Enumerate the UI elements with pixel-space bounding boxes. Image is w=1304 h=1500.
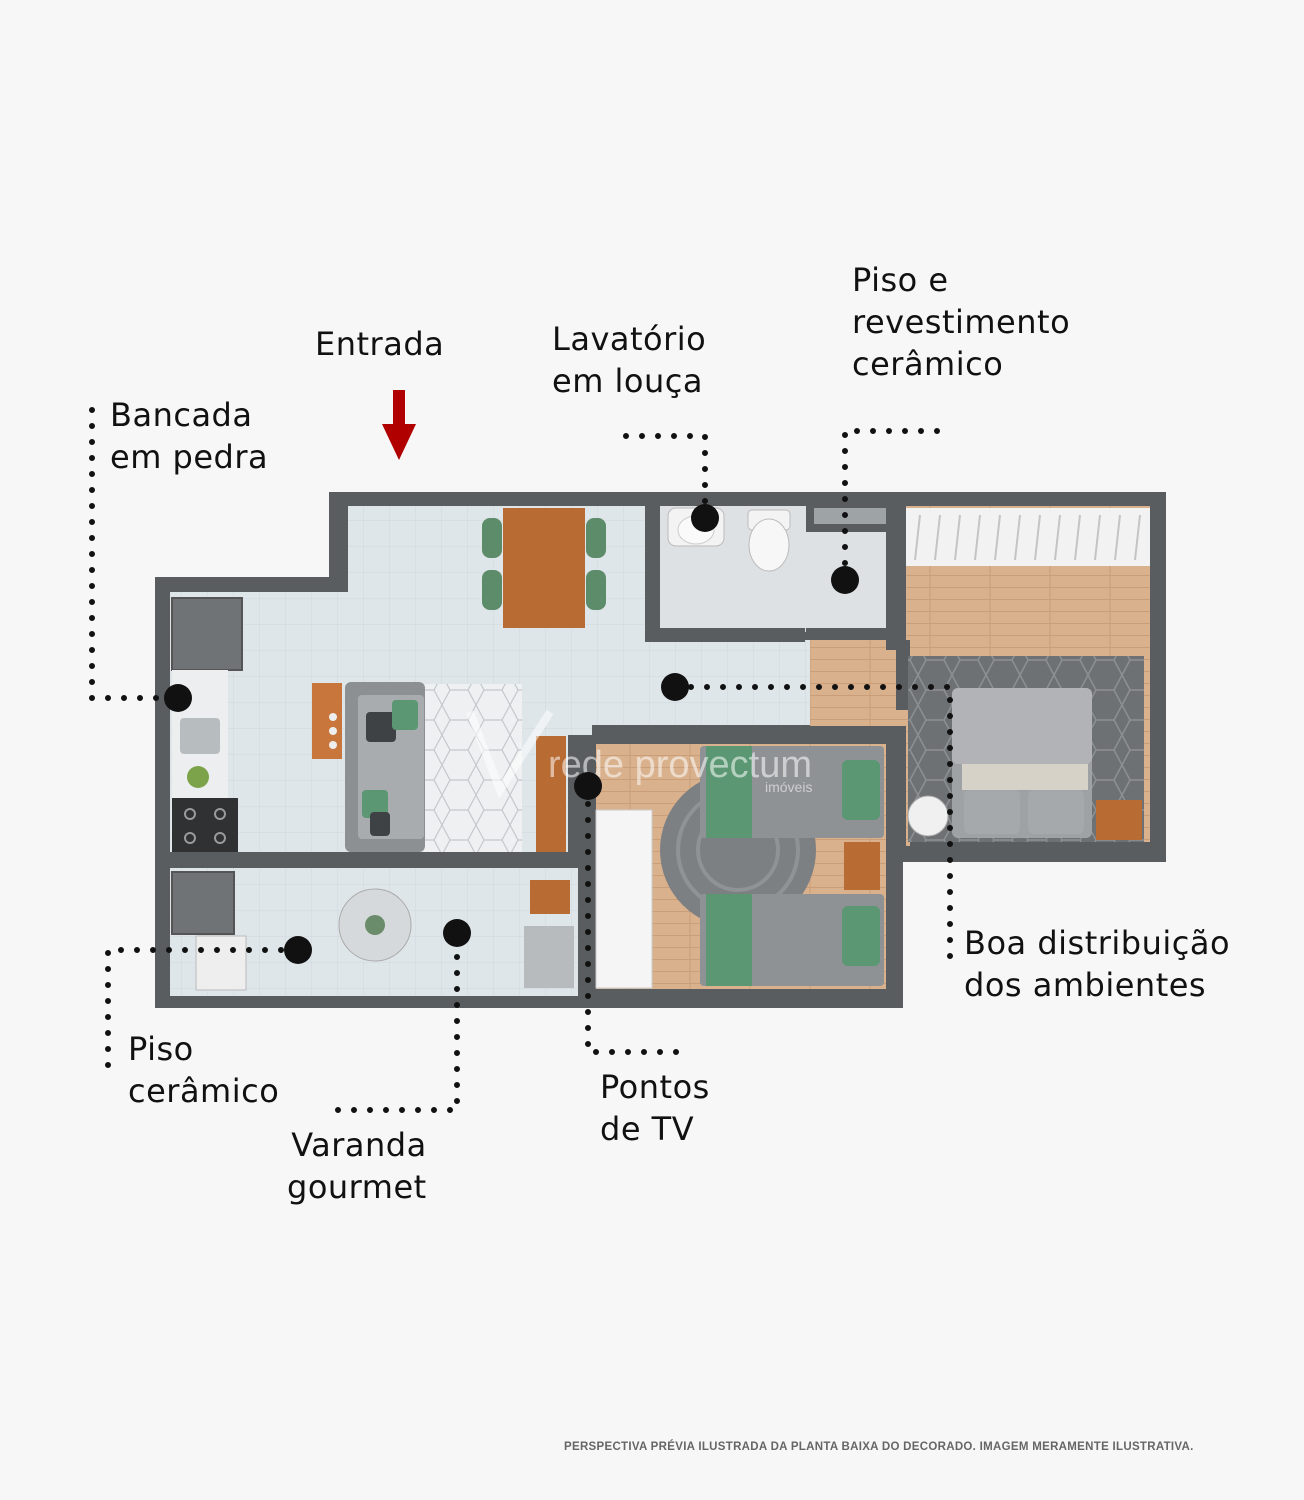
marker-boa-distribuicao <box>661 673 689 701</box>
dining-table <box>482 508 606 628</box>
leader-lavatorio <box>623 433 708 521</box>
label-lavatorio: Lavatório em louça <box>552 320 707 400</box>
second-bedroom <box>595 746 884 989</box>
leader-pontos-tv <box>585 783 679 1055</box>
marker-lavatorio <box>691 504 719 532</box>
leader-piso-ceramico <box>105 947 301 1068</box>
marker-piso-ceramico <box>284 936 312 964</box>
master-bedroom <box>906 508 1150 842</box>
label-piso-revestimento: Piso e revestimento cerâmico <box>852 261 1071 383</box>
leader-lines <box>89 407 953 1113</box>
marker-piso-revestimento <box>831 566 859 594</box>
marker-varanda <box>443 919 471 947</box>
disclaimer-text: PERSPECTIVA PRÉVIA ILUSTRADA DA PLANTA B… <box>564 1441 1194 1453</box>
marker-bancada <box>164 684 192 712</box>
watermark-sub: imóveis <box>765 779 812 795</box>
label-varanda: Varanda gourmet <box>287 1126 427 1206</box>
label-boa-distribuicao: Boa distribuição dos ambientes <box>964 924 1231 1004</box>
balcony <box>171 871 574 991</box>
label-bancada: Bancada em pedra <box>110 396 269 476</box>
interior-walls <box>170 500 1150 1005</box>
leader-piso-revestimento <box>842 428 940 583</box>
leader-boa-distribuicao <box>672 684 953 975</box>
leader-bancada <box>89 407 181 701</box>
markers <box>164 504 859 964</box>
label-entrada: Entrada <box>315 325 445 363</box>
entrance-arrow-icon <box>382 390 416 460</box>
label-piso-ceramico: Piso cerâmico <box>128 1030 280 1110</box>
label-pontos-tv: Pontos de TV <box>600 1068 710 1148</box>
marker-pontos-tv <box>574 772 602 800</box>
